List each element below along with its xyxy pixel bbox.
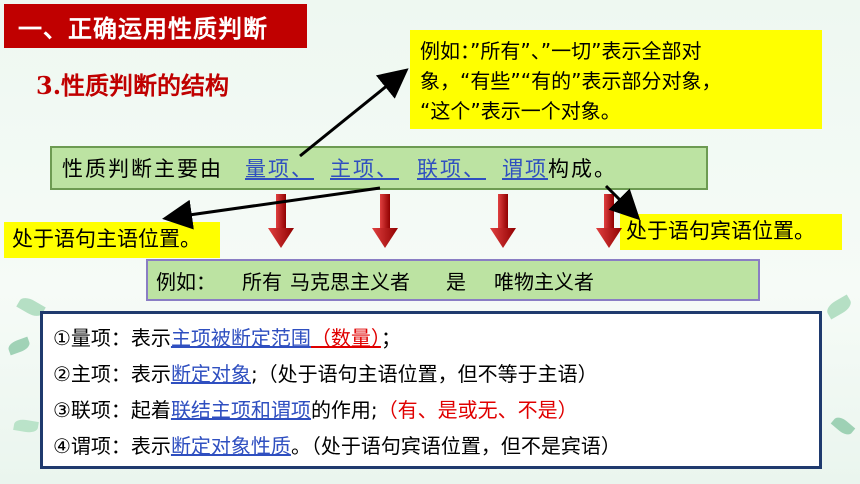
example-copula: 是: [446, 269, 466, 294]
arrow-to-object-callout: [604, 184, 641, 221]
sentence-prefix: 性质判断主要由: [62, 157, 223, 181]
callout-line: 例如：”所有”、”一切”表示全部对: [420, 39, 702, 63]
def-prefix: ④谓项：表示: [53, 434, 171, 458]
def-suffix: ;（处于语句主语位置，但不等于主语）: [250, 362, 598, 386]
term-predicate: 谓项: [502, 157, 548, 181]
def-red: （数量）: [310, 326, 381, 350]
down-arrow-icon: [268, 194, 294, 248]
example-predicate: 唯物主义者: [494, 269, 594, 294]
example-quantifier: 所有: [242, 269, 282, 294]
def-prefix: ③联项：起着: [53, 398, 171, 422]
example-label: 例如：: [156, 269, 216, 294]
term-copula: 联项、: [417, 157, 486, 181]
down-arrow-icon: [372, 194, 398, 248]
example-box: 例如： 所有 马克思主义者 是 唯物主义者: [146, 259, 760, 301]
example-subject: 马克思主义者: [290, 269, 410, 294]
down-arrow-icon: [490, 194, 516, 248]
arrow-to-subject-callout: [162, 186, 381, 230]
term-subject: 主项、: [330, 157, 399, 181]
section-subtitle: 3.性质判断的结构: [36, 71, 230, 100]
def-suffix: ；: [380, 326, 401, 350]
definition-quantifier: ①量项：表示主项被断定范围（数量）；: [53, 320, 809, 356]
def-highlight: 联结主项和谓项: [170, 398, 311, 422]
term-quantifier: 量项、: [245, 157, 314, 181]
definitions-box: ①量项：表示主项被断定范围（数量）； ②主项：表示断定对象;（处于语句主语位置，…: [40, 311, 822, 469]
definition-copula: ③联项：起着联结主项和谓项的作用;（有、是或无、不是）: [53, 392, 809, 428]
def-prefix: ①量项：表示: [53, 326, 171, 350]
quantifier-example-callout: 例如：”所有”、”一切”表示全部对 象，“有些”“有的”表示部分对象， “这个”…: [410, 30, 822, 129]
sentence-suffix: 构成。: [548, 157, 617, 181]
def-highlight: 断定对象: [170, 362, 251, 386]
object-position-callout: 处于语句宾语位置。: [620, 214, 842, 250]
def-highlight: 断定对象性质: [170, 434, 291, 458]
definition-subject: ②主项：表示断定对象;（处于语句主语位置，但不等于主语）: [53, 356, 809, 392]
arrow-to-quantifier-callout: [299, 68, 409, 158]
page-title: 一、正确运用性质判断: [4, 4, 307, 48]
def-red: （有、是或无、不是）: [377, 398, 578, 422]
def-prefix: ②主项：表示: [53, 362, 171, 386]
definition-predicate: ④谓项：表示断定对象性质。（处于语句宾语位置，但不是宾语）: [53, 428, 809, 464]
callout-line: 象，“有些”“有的”表示部分对象，: [420, 69, 722, 93]
callout-line: “这个”表示一个对象。: [420, 99, 621, 123]
def-mid: 的作用;: [310, 398, 378, 422]
def-suffix: 。（处于语句宾语位置，但不是宾语）: [290, 434, 621, 458]
def-highlight: 主项被断定范围: [170, 326, 311, 350]
